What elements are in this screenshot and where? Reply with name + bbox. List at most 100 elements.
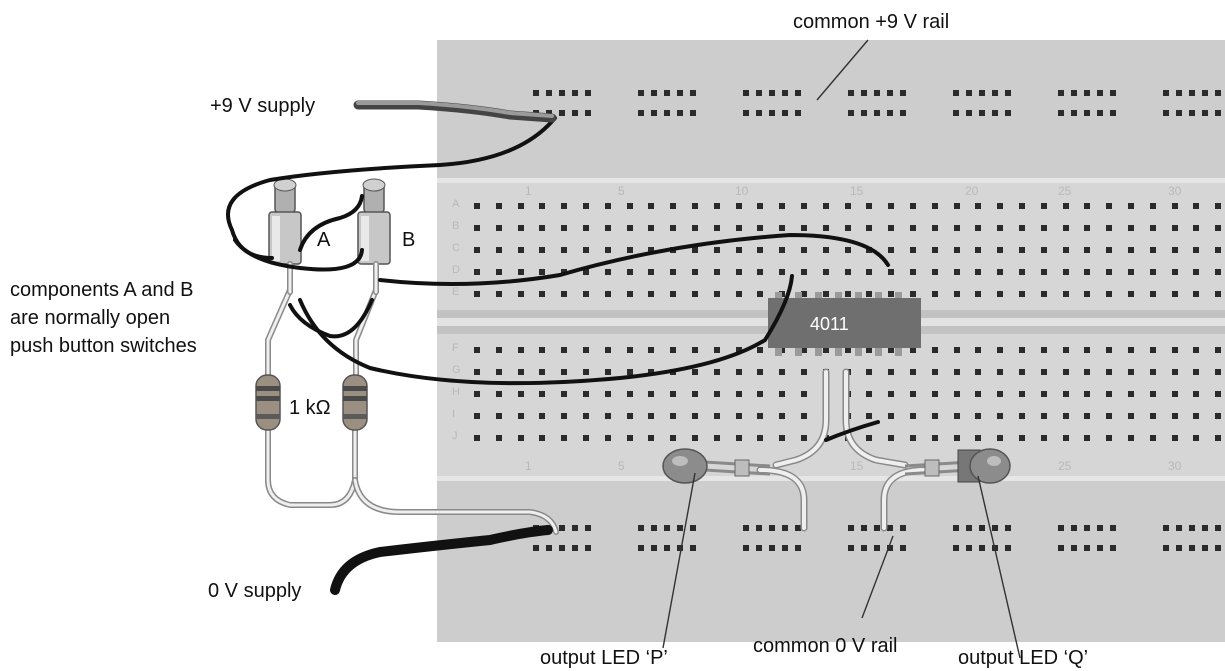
breadboard-hole [1193, 391, 1199, 397]
breadboard-hole [992, 110, 998, 116]
breadboard-hole [692, 369, 698, 375]
breadboard-hole [1193, 291, 1199, 297]
breadboard-hole [1084, 203, 1090, 209]
breadboard-hole [966, 90, 972, 96]
breadboard-hole [585, 90, 591, 96]
breadboard-hole [518, 203, 524, 209]
breadboard-hole [779, 203, 785, 209]
breadboard-hole [888, 435, 894, 441]
breadboard-hole [975, 435, 981, 441]
breadboard-hole [605, 269, 611, 275]
breadboard-hole [1041, 413, 1047, 419]
breadboard-hole [533, 90, 539, 96]
breadboard-hole [1172, 435, 1178, 441]
label-switch-b: B [402, 229, 415, 251]
breadboard-hole [975, 347, 981, 353]
breadboard-hole [561, 225, 567, 231]
col-num-bottom: 1 [525, 459, 532, 473]
label-output-p: output LED ‘P’ [540, 647, 668, 669]
breadboard-hole [866, 203, 872, 209]
breadboard-hole [648, 269, 654, 275]
wire-switch-a-to-ic [298, 274, 794, 386]
breadboard-hole [670, 269, 676, 275]
breadboard-hole [559, 110, 565, 116]
breadboard-hole [845, 247, 851, 253]
breadboard-hole [670, 203, 676, 209]
breadboard-hole [757, 369, 763, 375]
breadboard-hole [887, 90, 893, 96]
breadboard-hole [1084, 225, 1090, 231]
breadboard-hole [910, 203, 916, 209]
breadboard-hole [736, 369, 742, 375]
breadboard-hole [866, 291, 872, 297]
label-components-line2: are normally open [10, 307, 170, 329]
breadboard-hole [1128, 247, 1134, 253]
breadboard-hole [1019, 391, 1025, 397]
breadboard-hole [1019, 347, 1025, 353]
breadboard-hole [670, 391, 676, 397]
breadboard-hole [801, 369, 807, 375]
led-q-lens [969, 448, 1011, 484]
breadboard-hole [910, 291, 916, 297]
breadboard-hole [932, 347, 938, 353]
breadboard-hole [1058, 90, 1064, 96]
breadboard-hole [874, 110, 880, 116]
breadboard-hole [1163, 545, 1169, 551]
breadboard-hole [757, 391, 763, 397]
breadboard-hole [605, 203, 611, 209]
breadboard-hole [1128, 203, 1134, 209]
breadboard-hole [518, 435, 524, 441]
breadboard-hole [779, 435, 785, 441]
breadboard-hole [583, 225, 589, 231]
breadboard-hole [474, 413, 480, 419]
breadboard-hole [757, 347, 763, 353]
ic-pins-top [775, 292, 902, 302]
breadboard-hole [583, 435, 589, 441]
breadboard-hole [975, 291, 981, 297]
breadboard-hole [627, 369, 633, 375]
breadboard-hole [910, 369, 916, 375]
breadboard-hole [954, 391, 960, 397]
breadboard-hole [1215, 347, 1221, 353]
breadboard-hole [1128, 369, 1134, 375]
breadboard-hole [848, 525, 854, 531]
breadboard-hole [496, 247, 502, 253]
breadboard-hole [692, 247, 698, 253]
breadboard-hole [1215, 247, 1221, 253]
breadboard-hole [801, 291, 807, 297]
breadboard-hole [954, 413, 960, 419]
breadboard-hole [474, 291, 480, 297]
breadboard-hole [1063, 369, 1069, 375]
breadboard-hole [572, 110, 578, 116]
led-q [904, 448, 1011, 484]
breadboard-hole [648, 247, 654, 253]
breadboard-hole [757, 203, 763, 209]
breadboard-hole [1084, 413, 1090, 419]
breadboard-hole [496, 435, 502, 441]
breadboard-hole [627, 435, 633, 441]
breadboard-hole [638, 90, 644, 96]
ic-body [768, 298, 921, 348]
row-letter: H [452, 386, 460, 398]
breadboard-hole [887, 545, 893, 551]
breadboard-hole [1215, 525, 1221, 531]
breadboard-hole [585, 525, 591, 531]
breadboard-hole [992, 525, 998, 531]
breadboard-hole [585, 110, 591, 116]
ic-4011: 4011 [768, 292, 921, 356]
breadboard-hole [690, 545, 696, 551]
breadboard-hole [1063, 225, 1069, 231]
breadboard-hole [714, 225, 720, 231]
supply-0v-wire [330, 525, 553, 595]
breadboard-hole [1150, 369, 1156, 375]
breadboard-hole [1176, 545, 1182, 551]
switch-legs [287, 261, 379, 295]
breadboard-hole [1202, 90, 1208, 96]
breadboard-hole [1084, 90, 1090, 96]
leader-common-0v [861, 535, 894, 619]
wire-switch-a-to-b [298, 194, 364, 252]
breadboard-hole [539, 369, 545, 375]
breadboard-hole [782, 110, 788, 116]
breadboard-hole [966, 110, 972, 116]
